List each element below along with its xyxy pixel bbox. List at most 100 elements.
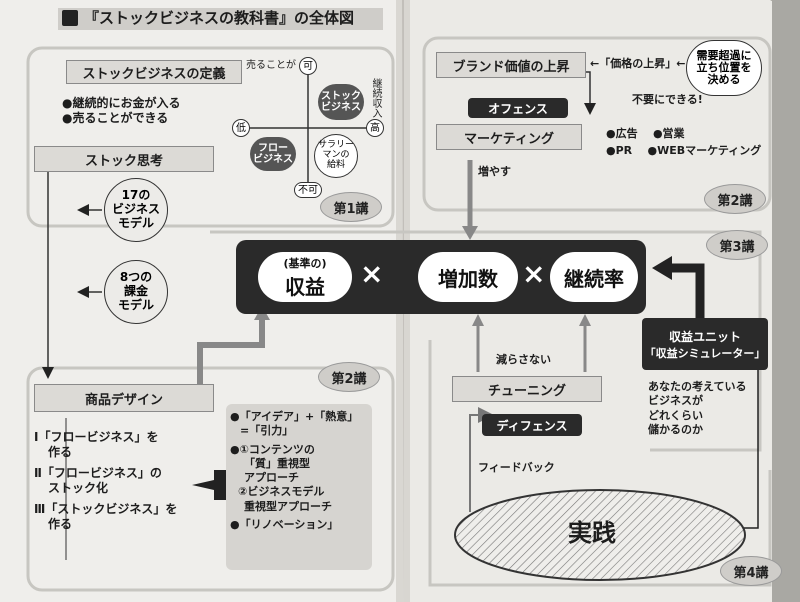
price-rise-label: ←「価格の上昇」← bbox=[590, 57, 686, 70]
frame-lecture-4 bbox=[428, 340, 772, 587]
increase-pill: 増加数 bbox=[418, 252, 518, 302]
increase-note: 増やす bbox=[478, 165, 511, 178]
method-line: ●「アイデア」+「熱意」 bbox=[230, 410, 359, 423]
feedback-label: フィードバック bbox=[478, 461, 555, 474]
step-line: 作る bbox=[48, 517, 73, 531]
stock-business-circle: ストック ビジネス bbox=[318, 84, 364, 120]
marketing-methods: ●広告 ●営業 ●PR ●WEBマーケティング bbox=[606, 126, 761, 159]
design-to-base-arrow bbox=[197, 318, 265, 385]
step-line: Ⅱ「フロービジネス」の bbox=[34, 466, 162, 480]
matrix-top-mark: 可 bbox=[299, 57, 317, 75]
flow-line: ビジネス bbox=[253, 154, 293, 165]
revenue-unit-box: 収益ユニット 「収益シミュレーター」 bbox=[642, 318, 768, 370]
desc-line: どれくらい bbox=[648, 408, 703, 422]
tuning-box: チューニング bbox=[452, 376, 602, 402]
demand-line: 需要超過に bbox=[696, 48, 752, 62]
method-ad: ●広告 bbox=[606, 127, 638, 140]
billing-models-circle: 8つの 課金 モデル bbox=[104, 260, 168, 324]
marketing-box: マーケティング bbox=[436, 124, 582, 150]
method-pr: ●PR bbox=[606, 143, 633, 157]
matrix-top-label: 売ることが bbox=[246, 60, 296, 71]
increase-label: 増加数 bbox=[438, 266, 498, 291]
base-revenue-pill: (基準の) 収益 bbox=[258, 252, 352, 302]
step-line: Ⅲ「ストックビジネス」を bbox=[34, 502, 178, 516]
step-line: ストック化 bbox=[48, 481, 109, 495]
frame-lecture-2-right bbox=[422, 36, 772, 212]
brand-value-box: ブランド価値の上昇 bbox=[436, 52, 586, 78]
method-line: ●①コンテンツの bbox=[230, 442, 315, 456]
product-design-box: 商品デザイン bbox=[34, 384, 214, 412]
product-steps: Ⅰ「フロービジネス」を 作る Ⅱ「フロービジネス」の ストック化 Ⅲ「ストックビ… bbox=[34, 430, 177, 532]
unit-to-retention-arrow bbox=[668, 263, 705, 318]
practice-label: 実践 bbox=[568, 519, 616, 547]
business-models-circle: 17の ビジネス モデル bbox=[104, 178, 168, 242]
step-line: Ⅰ「フロービジネス」を bbox=[34, 430, 159, 444]
salary-line: サラリー bbox=[317, 140, 354, 151]
method-line: ②ビジネスモデル bbox=[238, 485, 325, 499]
salary-circle: サラリー マンの 給料 bbox=[314, 134, 358, 178]
lecture-4-badge: 第4講 bbox=[720, 556, 782, 586]
method-line: 「質」重視型 bbox=[244, 456, 310, 470]
offense-tag: オフェンス bbox=[468, 98, 568, 118]
base-prefix: (基準の) bbox=[283, 256, 327, 270]
header-icon bbox=[62, 10, 78, 26]
defense-tag: ディフェンス bbox=[482, 414, 582, 436]
billing-line: モデル bbox=[117, 297, 154, 312]
method-sales: ●営業 bbox=[652, 127, 685, 140]
revenue-unit-subtitle: 「収益シミュレーター」 bbox=[644, 346, 766, 360]
demand-line: 立ち位置を bbox=[696, 60, 752, 74]
lecture-3-badge: 第3講 bbox=[706, 230, 768, 260]
model-line: ビジネス bbox=[111, 202, 160, 217]
matrix-right-mark: 高 bbox=[366, 119, 384, 137]
billing-line: 課金 bbox=[123, 284, 148, 299]
definition-item: ●継続的にお金が入る bbox=[62, 96, 181, 110]
practice-ellipse bbox=[454, 489, 746, 581]
definition-item: ●売ることができる bbox=[62, 111, 169, 125]
method-line: ●「リノベーション」 bbox=[230, 518, 339, 532]
frame-lecture-1 bbox=[26, 46, 395, 228]
stock-thinking-box: ストック思考 bbox=[34, 146, 214, 172]
desc-line: あなたの考えている bbox=[648, 380, 747, 393]
lecture-2-left-badge: 第2講 bbox=[318, 362, 380, 392]
salary-line: 給料 bbox=[326, 159, 345, 170]
marketing-row-1: ●広告 ●営業 bbox=[606, 126, 761, 143]
not-needed-label: 不要にできる! bbox=[632, 93, 703, 106]
flow-business-circle: フロー ビジネス bbox=[250, 137, 296, 171]
billing-line: 8つの bbox=[119, 270, 153, 285]
desc-line: ビジネスが bbox=[648, 394, 703, 408]
method-web: ●WEBマーケティング bbox=[647, 143, 762, 157]
method-line: アプローチ bbox=[244, 471, 299, 485]
desc-line: 儲かるのか bbox=[648, 422, 703, 436]
definition-items: ●継続的にお金が入る ●売ることができる bbox=[62, 96, 180, 126]
lecture-1-badge: 第1講 bbox=[320, 192, 382, 222]
times-sign-2: × bbox=[522, 257, 546, 290]
no-decrease-label: 減らさない bbox=[496, 353, 551, 366]
stock-line: ストック bbox=[321, 91, 361, 102]
marketing-row-2: ●PR ●WEBマーケティング bbox=[606, 143, 761, 160]
base-label: 収益 bbox=[285, 274, 325, 299]
design-methods: ●「アイデア」+「熱意」 =「引力」 ●①コンテンツの 「質」重視型 アプローチ… bbox=[230, 410, 358, 532]
retention-label: 継続率 bbox=[564, 266, 624, 291]
matrix-left-mark: 低 bbox=[232, 119, 250, 137]
revenue-unit-title: 収益ユニット bbox=[668, 329, 741, 344]
definition-title: ストックビジネスの定義 bbox=[66, 60, 242, 84]
demand-line: 決める bbox=[707, 73, 741, 87]
times-sign-1: × bbox=[360, 257, 384, 290]
header-bar bbox=[58, 8, 383, 30]
page-title: 『ストックビジネスの教科書』の全体図 bbox=[84, 9, 355, 27]
method-line: 重視型アプローチ bbox=[244, 499, 332, 513]
step-line: 作る bbox=[48, 445, 73, 459]
lecture-2-right-badge: 第2講 bbox=[704, 184, 766, 214]
salary-line: マンの bbox=[322, 150, 350, 161]
matrix-bottom-mark: 不可 bbox=[294, 182, 322, 198]
method-line: =「引力」 bbox=[240, 424, 294, 438]
flow-line: フロー bbox=[258, 143, 288, 154]
revenue-unit-desc: あなたの考えている ビジネスが どれくらい 儲かるのか bbox=[648, 380, 746, 437]
model-line: 17の bbox=[121, 188, 151, 203]
design-methods-box bbox=[226, 404, 372, 570]
page-edge bbox=[772, 0, 800, 602]
matrix-right-label: 継続収入 bbox=[370, 78, 381, 118]
methods-to-steps-arrow bbox=[192, 470, 236, 500]
demand-circle: 需要超過に 立ち位置を 決める bbox=[686, 40, 762, 96]
